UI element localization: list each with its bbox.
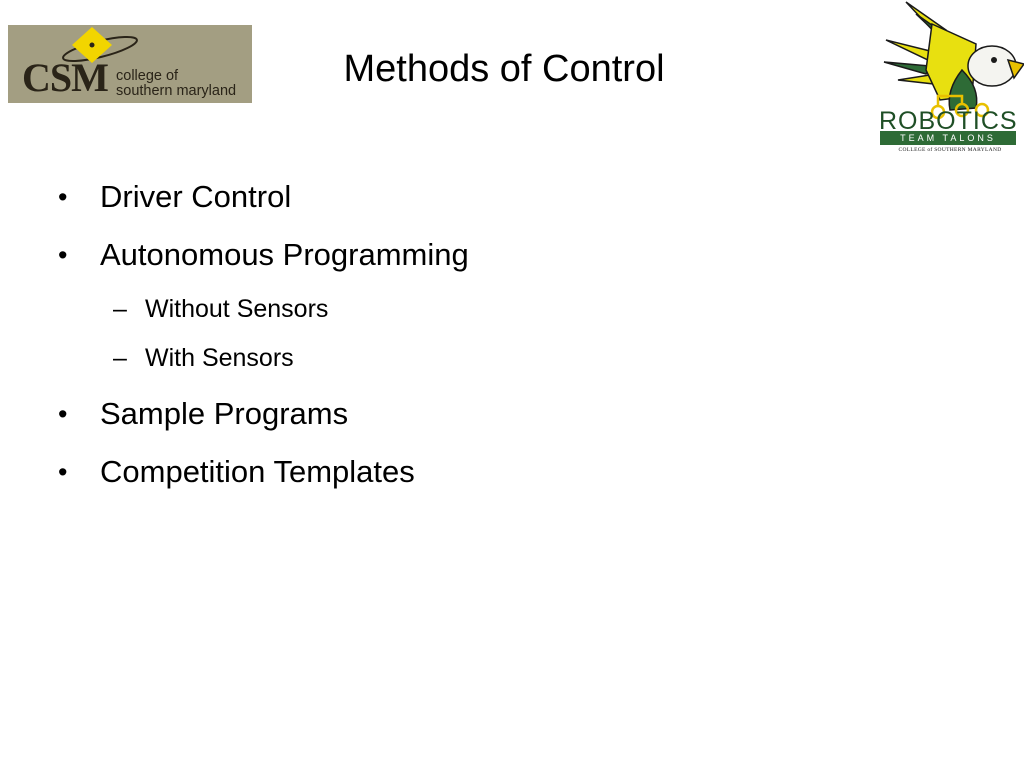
sub-bullet-item: – With Sensors <box>58 343 958 373</box>
csm-line2: southern maryland <box>116 83 237 99</box>
sub-bullet-text: With Sensors <box>145 344 294 372</box>
bullet-item: • Autonomous Programming <box>58 236 958 274</box>
csm-mark: CSM <box>22 55 109 100</box>
csm-line1: college of <box>116 68 179 84</box>
bullet-text: Sample Programs <box>100 396 349 431</box>
bullet-text: Driver Control <box>100 179 292 214</box>
bullet-item: • Sample Programs <box>58 395 958 433</box>
bullet-list: • Driver Control • Autonomous Programmin… <box>58 178 958 511</box>
csm-logo: CSM college of southern maryland <box>8 25 252 103</box>
sub-bullet-item: – Without Sensors <box>58 294 958 324</box>
bullet-dot-icon: • <box>58 457 68 487</box>
bullet-text: Competition Templates <box>100 454 415 489</box>
dash-icon: – <box>113 295 127 323</box>
dash-icon: – <box>113 344 127 372</box>
bullet-dot-icon: • <box>58 399 68 429</box>
csm-diamond-graphic <box>62 27 138 63</box>
bullet-dot-icon: • <box>58 240 68 270</box>
robotics-word: ROBOTICS <box>879 107 1018 135</box>
eagle-mascot-icon <box>883 1 1024 120</box>
bullet-text: Autonomous Programming <box>100 237 469 272</box>
robotics-team-talons-logo: ROBOTICS TEAM TALONS COLLEGE of SOUTHERN… <box>876 0 1024 158</box>
bullet-item: • Competition Templates <box>58 453 958 491</box>
robotics-college-line: COLLEGE of SOUTHERN MARYLAND <box>898 147 1002 153</box>
bullet-dot-icon: • <box>58 182 68 212</box>
bullet-item: • Driver Control <box>58 178 958 216</box>
sub-bullet-text: Without Sensors <box>145 295 329 323</box>
team-talons-banner: TEAM TALONS <box>880 131 1016 145</box>
slide-title: Methods of Control <box>343 48 665 90</box>
